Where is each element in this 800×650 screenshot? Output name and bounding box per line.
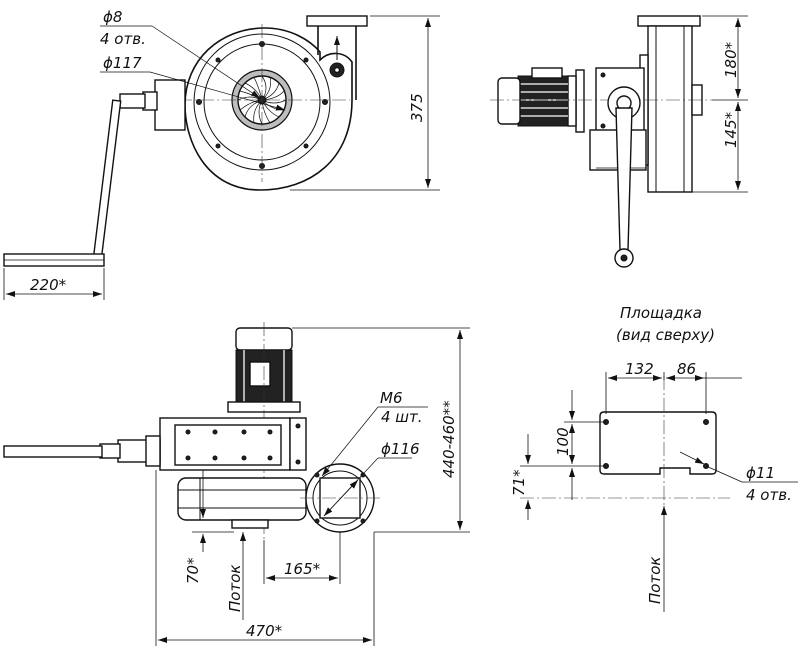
side-dim-lower-label: 145* [722, 111, 740, 148]
platform-dim-100: 100 [554, 427, 572, 456]
plan-crank-grip [3, 445, 103, 458]
platform-hole-count: 4 отв. [746, 486, 792, 504]
hole-diameter-label: ϕ8 [103, 8, 122, 26]
platform-dim-86: 86 [677, 360, 696, 378]
side-crank-arm [615, 107, 633, 251]
plan-view: M6 4 шт. ϕ116 440-460** 70* Поток 165* 4… [3, 322, 470, 646]
platform-dim-132: 132 [625, 360, 654, 378]
plan-gearbox-bolts [185, 423, 301, 465]
platform-plate [599, 411, 717, 475]
thread-count-label: 4 шт. [381, 408, 423, 426]
inlet-diameter-label: ϕ117 [103, 54, 142, 72]
volute-casing [184, 27, 353, 191]
outlet-flange [306, 15, 368, 27]
side-view: 180* 145* [490, 15, 748, 268]
side-casing [647, 25, 693, 193]
outlet-diameter-label: ϕ116 [381, 440, 420, 458]
platform-flow-label: Поток [646, 557, 664, 604]
side-dim-upper-label: 180* [722, 41, 740, 78]
side-outlet-flange [637, 15, 701, 27]
dim-165-label: 165* [284, 560, 321, 578]
flow-label-plan: Поток [226, 565, 244, 612]
platform-title-line2: (вид сверху) [616, 326, 715, 344]
bearing-housing [154, 79, 186, 131]
dim-470-label: 470* [246, 622, 283, 640]
platform-view: Площадка (вид сверху) [510, 304, 798, 612]
handle-length-label: 220* [30, 276, 67, 294]
dim-70-label: 70* [184, 557, 202, 584]
plan-volute [177, 477, 307, 521]
hole-count-label: 4 отв. [100, 30, 146, 48]
platform-title-line1: Площадка [620, 304, 702, 322]
thread-label: M6 [380, 389, 403, 407]
platform-hole-diameter: ϕ11 [746, 464, 775, 482]
crank-arm [92, 99, 122, 261]
front-view: ϕ8 4 отв. ϕ117 375 220* [3, 8, 440, 300]
height-375-label: 375 [408, 93, 426, 122]
overall-height-label: 440-460** [440, 400, 458, 478]
plan-outlet-bolts [314, 472, 366, 524]
platform-dim-71: 71* [510, 469, 528, 496]
